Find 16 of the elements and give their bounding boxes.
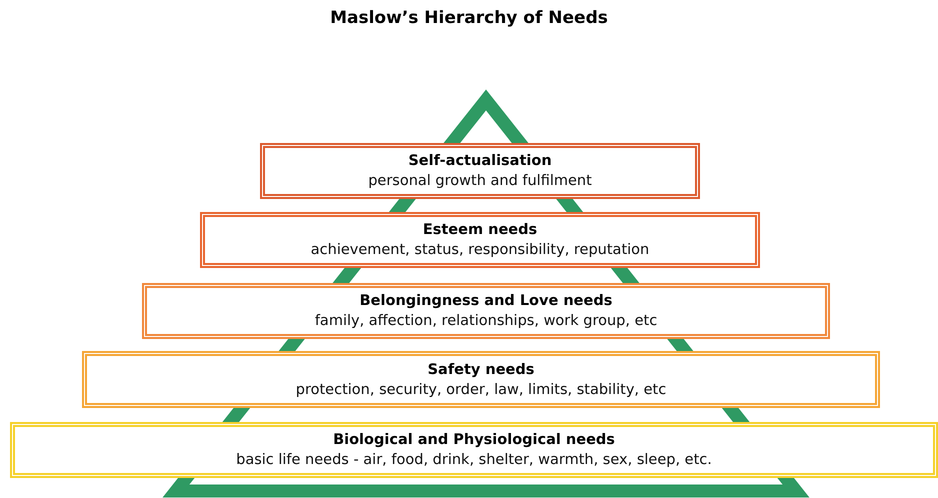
level-description: achievement, status, responsibility, reputation [310, 241, 650, 260]
level-heading: Belongingness and Love needs [360, 292, 612, 311]
title: Maslow’s Hierarchy of Needs [329, 8, 609, 28]
level-heading: Esteem needs [422, 221, 538, 240]
level-box [260, 143, 700, 199]
level-box [82, 351, 880, 408]
level-description: protection, security, order, law, limits, stability, etc [296, 380, 666, 400]
level-heading: Biological and Physiological needs [333, 431, 615, 450]
level-description: basic life needs - air, food, drink, shelter, warmth, sex, sleep, etc. [236, 451, 712, 470]
level-description: personal growth and fulfilment [368, 172, 592, 191]
level-box [142, 283, 830, 339]
level-heading: Self-actualisation [408, 152, 552, 171]
level-box [200, 212, 760, 268]
level-heading: Safety needs [428, 360, 534, 380]
level-description: family, affection, relationships, work group, etc [314, 312, 658, 331]
level-box [10, 422, 938, 478]
